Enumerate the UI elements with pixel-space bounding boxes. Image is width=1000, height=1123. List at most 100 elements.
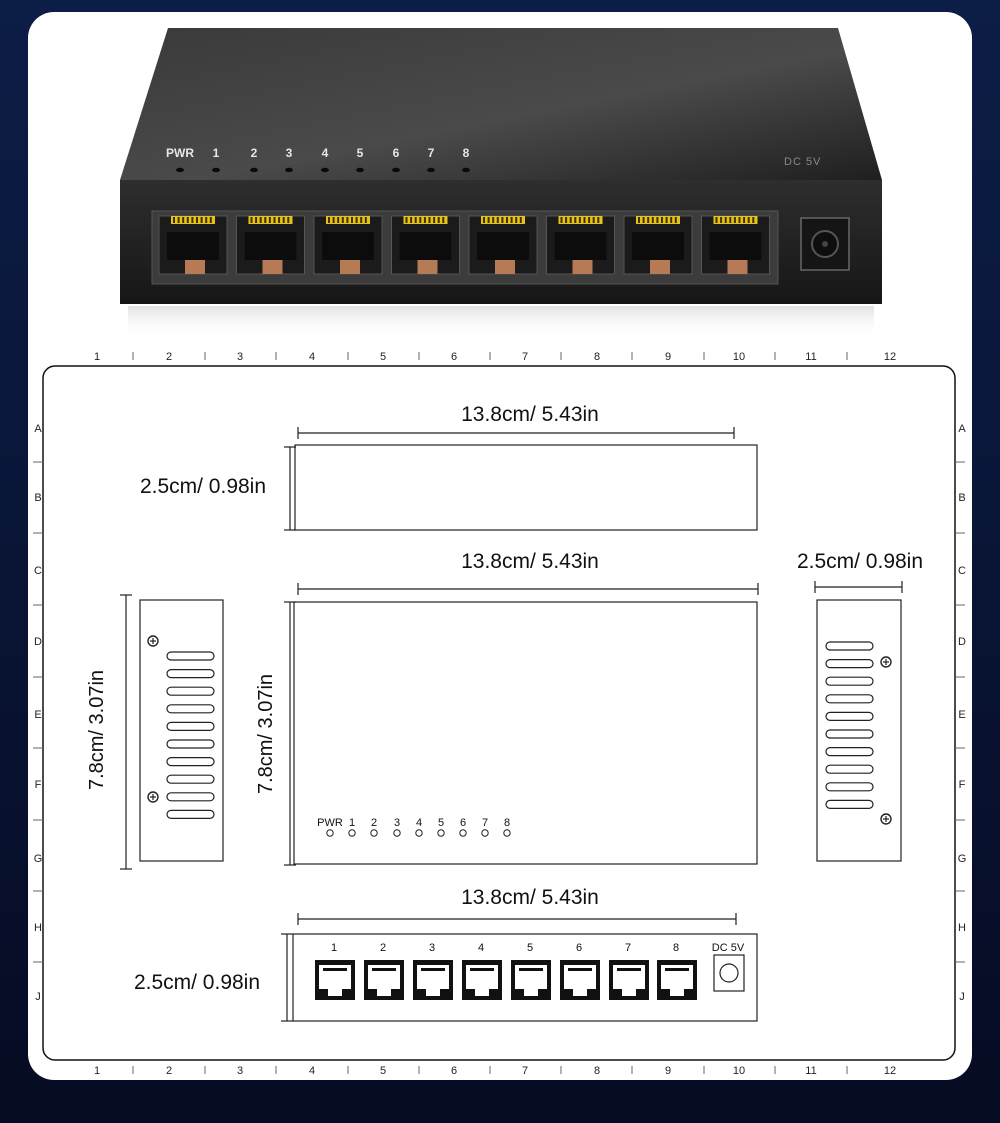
rj45-port-icon: [315, 960, 355, 1000]
grid-row-label: A: [958, 423, 966, 435]
main-led-icon: [415, 829, 423, 837]
top-height-label: 2.5cm/ 0.98in: [140, 475, 266, 498]
main-led-icon: [503, 829, 511, 837]
front-height-label: 2.5cm/ 0.98in: [134, 971, 260, 994]
vent-slot: [166, 792, 215, 802]
right-side-vents: [825, 641, 874, 810]
grid-column-label: 9: [665, 351, 671, 363]
right-screw-icon: [880, 656, 892, 668]
grid-column-label: 5: [380, 351, 386, 363]
grid-column-label: 6: [451, 351, 457, 363]
grid-column-label: 11: [805, 1065, 816, 1077]
device-led-icon: [356, 167, 364, 173]
grid-column-label: 4: [309, 1065, 315, 1077]
main-led-icon: [393, 829, 401, 837]
grid-row-label: E: [34, 709, 41, 721]
grid-row-label: J: [35, 991, 41, 1003]
front-width-label: 13.8cm/ 5.43in: [461, 886, 599, 909]
vent-slot: [825, 694, 874, 704]
device-led-icon: [321, 167, 329, 173]
main-led-icon: [370, 829, 378, 837]
vent-slot: [166, 651, 215, 661]
device-led-icon: [285, 167, 293, 173]
device-rj45-port-icon: [701, 215, 770, 275]
left-screw-icon: [147, 791, 159, 803]
front-port-label: 7: [625, 942, 631, 954]
grid-column-label: 11: [805, 351, 816, 363]
main-led-label: 2: [371, 817, 377, 829]
right-side-outline: [816, 599, 902, 862]
main-led-label: 3: [394, 817, 400, 829]
rj45-port-icon: [657, 960, 697, 1000]
front-port-label: 5: [527, 942, 533, 954]
device-led-icon: [250, 167, 258, 173]
grid-column-label: 12: [884, 1065, 896, 1077]
main-led-label: 1: [349, 817, 355, 829]
rj45-port-icon: [413, 960, 453, 1000]
vent-slot: [825, 799, 874, 810]
grid-column-label: 9: [665, 1065, 671, 1077]
main-led-label: PWR: [317, 817, 343, 829]
grid-row-label: C: [34, 565, 42, 577]
grid-column-label: 1: [94, 351, 100, 363]
main-view-outline: [293, 601, 758, 865]
device-rj45-port-icon: [158, 215, 228, 275]
device-rj45-port-icon: [313, 215, 383, 275]
top-view-outline: [294, 444, 758, 531]
top-view: [284, 427, 758, 531]
vent-slot: [825, 746, 874, 757]
device-led-label: 3: [286, 146, 293, 160]
grid-column-label: 2: [166, 351, 172, 363]
main-height-label: 7.8cm/ 3.07in: [255, 674, 277, 794]
rj45-port-icon: [560, 960, 600, 1000]
grid-row-label: D: [958, 636, 966, 648]
grid-row-label: A: [34, 423, 42, 435]
main-led-icon: [437, 829, 445, 837]
device-led-label: 8: [463, 146, 470, 160]
front-port-label: 8: [673, 942, 679, 954]
grid-row-label: E: [958, 709, 965, 721]
grid-column-label: 8: [594, 1065, 600, 1077]
vent-slot: [825, 711, 874, 722]
grid-row-label: H: [958, 922, 966, 934]
grid-column-label: 8: [594, 351, 600, 363]
left-side-height-label: 7.8cm/ 3.07in: [86, 670, 108, 790]
device-led-icon: [212, 167, 220, 173]
device-led-icon: [427, 167, 435, 173]
vent-slot: [166, 668, 215, 679]
grid-column-label: 7: [522, 351, 528, 363]
device-led-label: 2: [251, 146, 258, 160]
main-led-label: 4: [416, 817, 422, 829]
device-led-label: PWR: [166, 146, 194, 160]
device-led-label: 6: [393, 146, 400, 160]
device-power-label: DC 5V: [784, 156, 821, 168]
device-led-label: 7: [428, 146, 435, 160]
rj45-port-icon: [364, 960, 404, 1000]
left-screw-icon: [147, 635, 159, 647]
front-port-label: 6: [576, 942, 582, 954]
vent-slot: [166, 809, 215, 820]
grid-row-label: H: [34, 922, 42, 934]
left-side-vents: [166, 651, 215, 820]
device-led-label: 1: [213, 146, 220, 160]
top-width-label: 13.8cm/ 5.43in: [461, 403, 599, 426]
grid-row-label: J: [959, 991, 965, 1003]
front-port-label: 4: [478, 942, 484, 954]
main-led-icon: [459, 829, 467, 837]
rj45-port-icon: [462, 960, 502, 1000]
grid-row-label: C: [958, 565, 966, 577]
device-rj45-port-icon: [623, 215, 693, 275]
front-power-label: DC 5V: [712, 942, 745, 954]
drawing-frame: [42, 365, 956, 1061]
front-port-label: 3: [429, 942, 435, 954]
grid-column-label: 5: [380, 1065, 386, 1077]
rj45-port-icon: [511, 960, 551, 1000]
main-led-label: 8: [504, 817, 510, 829]
grid-column-label: 12: [884, 351, 896, 363]
